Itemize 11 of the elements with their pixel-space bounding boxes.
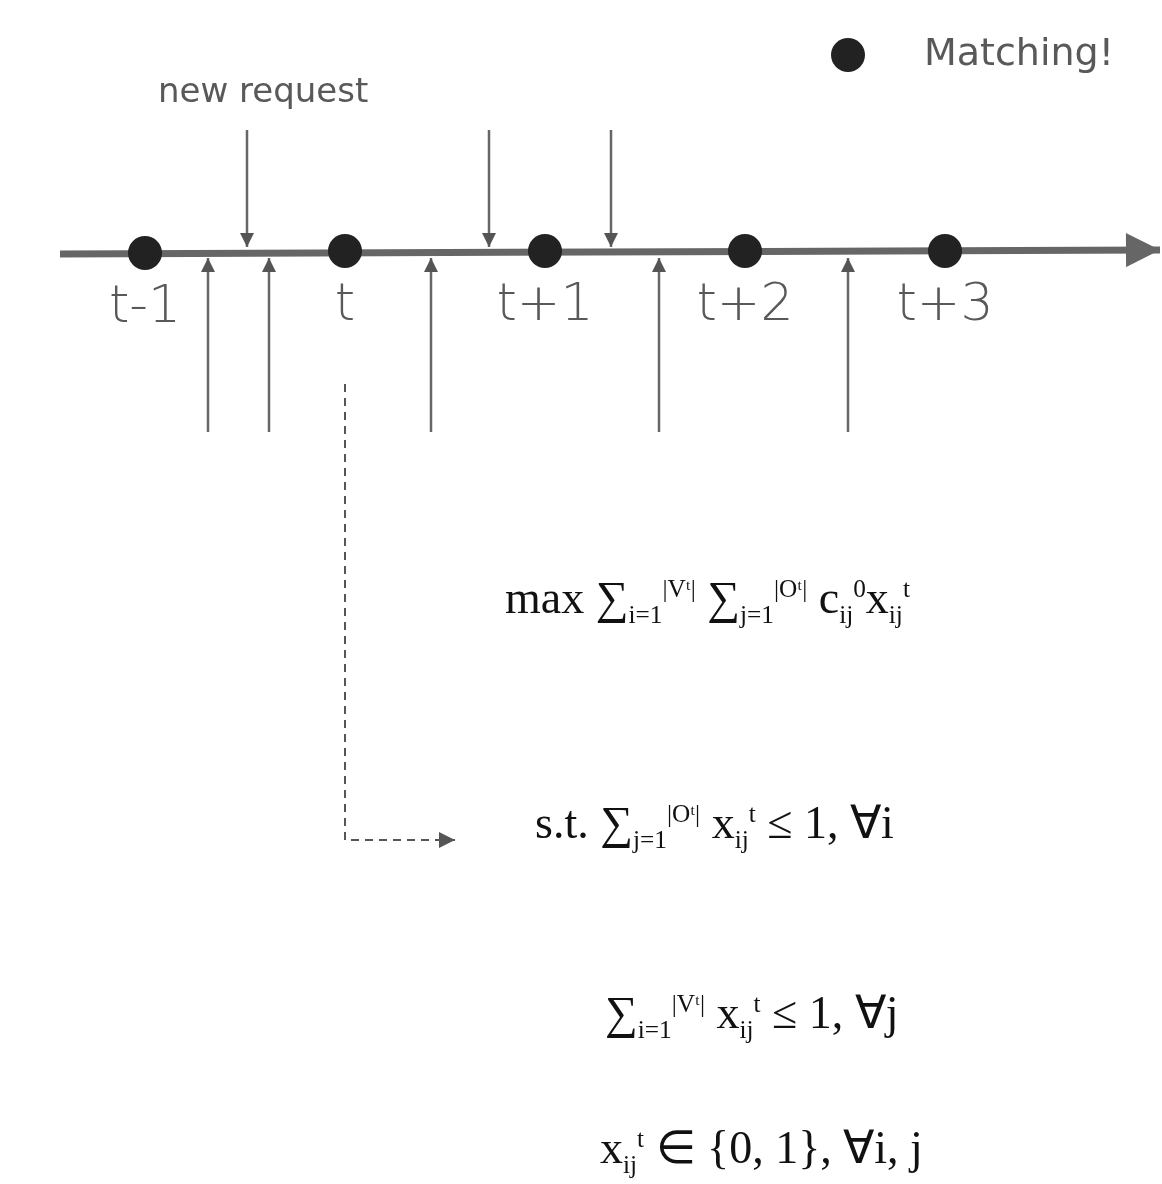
time-label: t+3 xyxy=(895,276,995,328)
formula-line: ∑$_{i=1}$$^{|Vᵗ|}$ x$_{ij}$$^{t}$ ≤ 1, ∀j xyxy=(605,986,899,1045)
time-label: t xyxy=(333,276,357,328)
formula-line: s.t. ∑$_{j=1}$$^{|Oᵗ|}$ x$_{ij}$$^{t}$ ≤ 1, ∀i xyxy=(535,796,894,855)
legend-label: Matching! xyxy=(924,30,1114,74)
formula-line: x$_{ij}$$^{t}$ ∈ {0, 1}, ∀i, j xyxy=(600,1121,923,1180)
time-label: t+1 xyxy=(495,276,595,328)
annotation-label: new request xyxy=(158,70,369,110)
time-label: t+2 xyxy=(695,276,795,328)
dashed-arrow xyxy=(344,383,456,848)
time-label: t-1 xyxy=(107,278,183,330)
